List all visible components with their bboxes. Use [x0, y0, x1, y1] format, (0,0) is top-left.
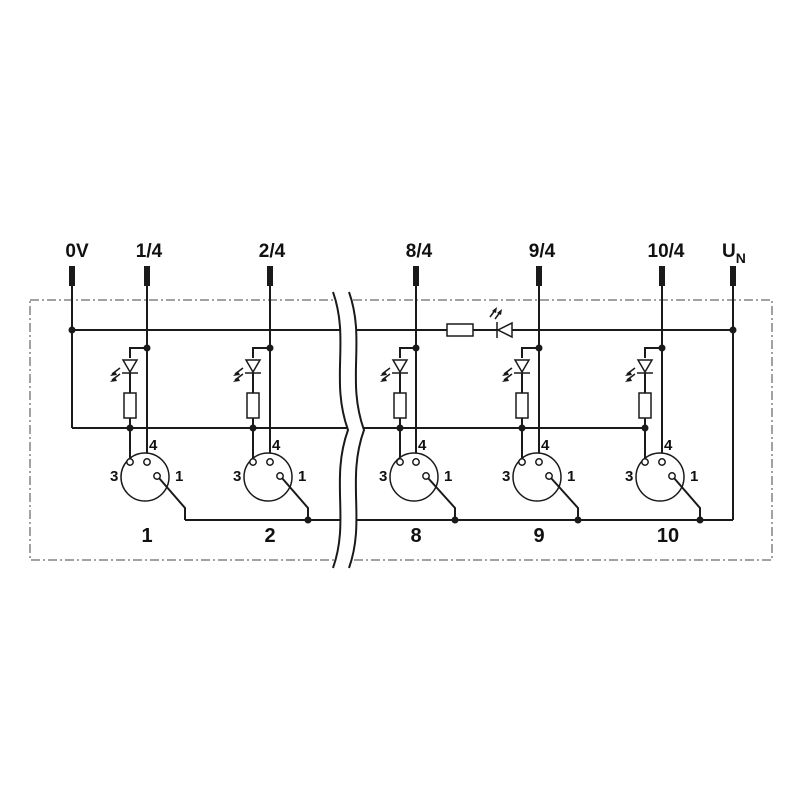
un-junction	[729, 326, 737, 334]
pin-label-1: 1	[298, 468, 306, 485]
pin-label-3: 3	[379, 468, 387, 485]
m12-connector-icon	[635, 452, 685, 502]
pin-label-3: 3	[502, 468, 510, 485]
terminal-label-un-sub: N	[736, 250, 746, 266]
terminal-tip	[413, 266, 419, 286]
m12-connector-icon	[120, 452, 170, 502]
terminal-tip	[536, 266, 542, 286]
m12-connector-icon	[512, 452, 562, 502]
pin-label-3: 3	[625, 468, 633, 485]
terminal-tip	[69, 266, 75, 286]
junction-dot	[451, 516, 459, 524]
m12-connector-icon	[243, 452, 293, 502]
zero-v-junction	[68, 326, 76, 334]
pin1-line	[281, 477, 309, 520]
connector-8-labels: 8 4 3 1	[379, 437, 452, 547]
led-branch-line	[644, 347, 662, 358]
terminal-label-8-4: 8/4	[406, 241, 433, 262]
slot-circuit-5	[625, 285, 704, 524]
led-icon	[625, 359, 654, 382]
terminal-label-1-4: 1/4	[136, 241, 163, 262]
pin-label-4: 4	[541, 437, 550, 454]
pin-label-1: 1	[444, 468, 452, 485]
led-branch-line	[399, 347, 416, 358]
connector-number: 8	[410, 525, 421, 547]
resistor-icon	[515, 392, 529, 419]
pin1-line	[427, 477, 456, 520]
terminal-label-9-4: 9/4	[529, 241, 556, 262]
resistor-icon	[446, 323, 474, 337]
connector-2-labels: 2 4 3 1	[233, 437, 306, 547]
pin-label-1: 1	[567, 468, 575, 485]
led-icon	[502, 359, 531, 382]
junction-dot	[266, 344, 274, 352]
pin-label-3: 3	[110, 468, 118, 485]
junction-dot	[535, 344, 543, 352]
connector-slots	[110, 285, 704, 524]
connector-10-labels: 10 4 3 1	[625, 437, 698, 547]
terminal-label-2-4: 2/4	[259, 241, 286, 262]
terminal-label-10-4: 10/4	[648, 241, 685, 262]
slot-circuit-3	[380, 285, 459, 524]
resistor-icon	[393, 392, 407, 419]
diagram-break-marker	[332, 291, 366, 569]
led-icon	[380, 359, 409, 382]
terminal-label-0v: 0V	[65, 241, 89, 262]
junction-dot	[641, 424, 649, 432]
terminal-tip	[730, 266, 736, 286]
connector-9-labels: 9 4 3 1	[502, 437, 575, 547]
junction-dot	[143, 344, 151, 352]
connector-number: 9	[533, 525, 544, 547]
terminal-tip	[659, 266, 665, 286]
terminal-label-un-main: U	[722, 241, 736, 262]
pin-label-4: 4	[272, 437, 281, 454]
junction-dot	[658, 344, 666, 352]
junction-dot	[304, 516, 312, 524]
slot-circuit-4	[502, 285, 582, 524]
connector-number: 2	[264, 525, 275, 547]
pin1-line	[673, 477, 701, 520]
junction-dot	[126, 424, 134, 432]
led-branch-line	[521, 347, 539, 358]
m12-connector-icon	[389, 452, 439, 502]
pin-label-4: 4	[418, 437, 427, 454]
terminal-tip	[144, 266, 150, 286]
junction-dot	[574, 516, 582, 524]
led-icon	[110, 359, 139, 382]
pin-label-3: 3	[233, 468, 241, 485]
junction-dot	[518, 424, 526, 432]
terminal-label-un: UN	[722, 241, 746, 266]
terminal-tips	[69, 266, 736, 286]
diode-icon	[496, 321, 513, 339]
junction-dot	[696, 516, 704, 524]
junction-dot	[249, 424, 257, 432]
resistor-icon	[123, 392, 137, 419]
led-icon	[233, 359, 262, 382]
slot-circuit-2	[233, 285, 312, 524]
pin-label-1: 1	[690, 468, 698, 485]
led-branch-line	[252, 347, 270, 358]
junction-dot	[396, 424, 404, 432]
resistor-icon	[246, 392, 260, 419]
led-light-icon	[489, 307, 502, 320]
pin-label-4: 4	[149, 437, 158, 454]
connector-number: 10	[657, 525, 679, 547]
pin-label-1: 1	[175, 468, 183, 485]
pin1-line	[550, 477, 579, 520]
resistor-icon	[638, 392, 652, 419]
slot-circuit-1	[110, 285, 186, 520]
connector-1-labels: 1 4 3 1	[110, 437, 183, 547]
led-branch-line	[129, 347, 147, 358]
pin1-line	[158, 477, 186, 520]
connector-number: 1	[141, 525, 152, 547]
terminal-tip	[267, 266, 273, 286]
housing-frame	[29, 299, 773, 561]
pin-label-4: 4	[664, 437, 673, 454]
junction-dot	[412, 344, 420, 352]
